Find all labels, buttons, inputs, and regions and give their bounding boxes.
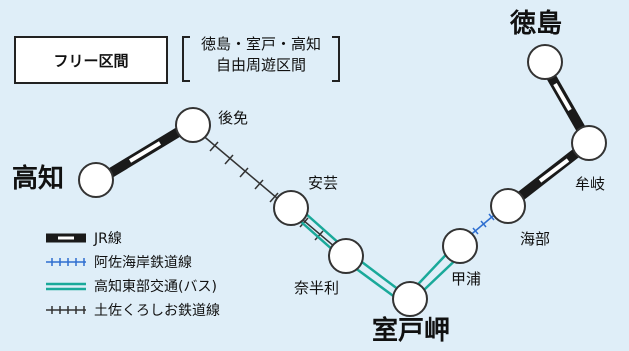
label-gomen: 後免 bbox=[218, 109, 249, 127]
label-mugi: 牟岐 bbox=[575, 175, 606, 193]
station-mugi bbox=[571, 125, 607, 161]
station-kannoura bbox=[442, 228, 478, 264]
legend-item-jr: JR線 bbox=[44, 226, 220, 250]
tosa-line-swatch bbox=[46, 306, 86, 314]
right-bracket bbox=[332, 36, 340, 82]
free-area-line-1: 徳島・室戸・高知 bbox=[200, 35, 321, 53]
free-section-text: フリー区間 bbox=[53, 51, 129, 70]
legend-label-tosa: 土佐くろしお鉄道線 bbox=[94, 303, 220, 319]
legend-label-bus: 高知東部交通(バス) bbox=[94, 279, 217, 295]
free-section-label: フリー区間 bbox=[14, 36, 168, 84]
station-nahari bbox=[328, 238, 364, 274]
station-kochi bbox=[78, 162, 114, 198]
station-tokushima bbox=[527, 44, 563, 80]
station-aki bbox=[273, 190, 309, 226]
legend-label-asa: 阿佐海岸鉄道線 bbox=[94, 255, 192, 271]
label-tokushima: 徳島 bbox=[510, 9, 563, 39]
free-area-description: 徳島・室戸・高知 自由周遊区間 bbox=[182, 34, 340, 82]
label-kochi: 高知 bbox=[12, 164, 65, 194]
jr-line-kochi-gomen bbox=[101, 120, 193, 182]
legend-label-jr: JR線 bbox=[94, 231, 122, 247]
left-bracket bbox=[182, 36, 190, 82]
station-gomen bbox=[175, 107, 211, 143]
jr-line-swatch bbox=[46, 233, 86, 243]
legend-item-asa: 阿佐海岸鉄道線 bbox=[44, 250, 220, 274]
station-kaifu bbox=[490, 188, 526, 224]
legend: JR線 阿佐海岸鉄道線 高知東部交通(バス) 土佐くろしお鉄 bbox=[44, 226, 220, 322]
bus-route bbox=[289, 204, 466, 308]
label-murotomisaki: 室戸岬 bbox=[372, 316, 451, 346]
legend-item-tosa: 土佐くろしお鉄道線 bbox=[44, 298, 220, 322]
label-aki: 安芸 bbox=[308, 174, 339, 192]
label-kannoura: 甲浦 bbox=[451, 270, 482, 288]
asa-line-swatch bbox=[46, 258, 86, 266]
legend-item-bus: 高知東部交通(バス) bbox=[44, 274, 220, 298]
label-nahari: 奈半利 bbox=[294, 279, 340, 297]
label-kaifu: 海部 bbox=[520, 230, 551, 248]
bus-route-swatch bbox=[46, 282, 86, 291]
free-area-line-2: 自由周遊区間 bbox=[215, 56, 306, 74]
station-murotomisaki bbox=[392, 281, 428, 317]
